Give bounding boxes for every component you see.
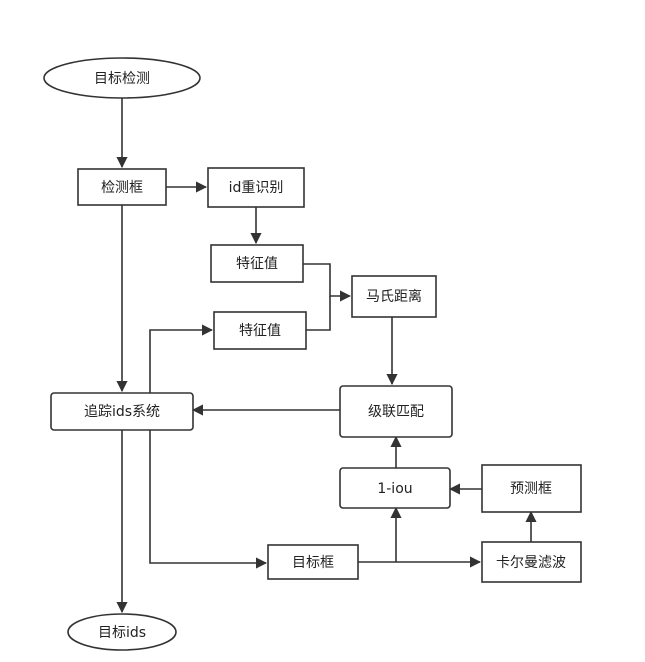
node-maha: 马氏距离 [351,275,437,318]
node-maha-label: 马氏距离 [366,288,422,305]
node-kalman-label: 卡尔曼滤波 [496,555,566,571]
node-detect-label: 目标检测 [94,71,150,87]
node-feat2: 特征值 [213,311,307,350]
node-feat2-label: 特征值 [239,323,281,339]
node-feat1: 特征值 [210,244,304,283]
node-cascade: 级联匹配 [339,385,453,438]
node-target-ids: 目标ids [67,613,177,651]
edges [116,98,537,614]
node-det-box: 检测框 [77,168,167,206]
node-reid: id重识别 [207,167,305,208]
node-target-box-label: 目标框 [292,555,334,571]
node-iou-label: 1-iou [377,481,412,497]
node-track-sys-label: 追踪ids系统 [84,404,160,420]
node-kalman: 卡尔曼滤波 [481,541,582,583]
node-track-sys: 追踪ids系统 [50,392,194,431]
edge-feat2-to-maha [306,296,331,331]
node-feat1-label: 特征值 [236,256,278,272]
node-cascade-label: 级联匹配 [368,404,424,420]
node-target-box: 目标框 [267,544,359,580]
node-reid-label: id重识别 [229,180,284,196]
edge-track-sys-to-target-box [149,430,268,569]
node-detect: 目标检测 [43,57,201,99]
node-target-ids-label: 目标ids [98,625,146,641]
node-det-box-label: 检测框 [101,180,143,196]
edge-feat1-to-maha [303,263,352,302]
node-iou: 1-iou [339,467,451,509]
node-pred-box: 预测框 [481,464,582,513]
node-pred-box-label: 预测框 [510,481,552,497]
